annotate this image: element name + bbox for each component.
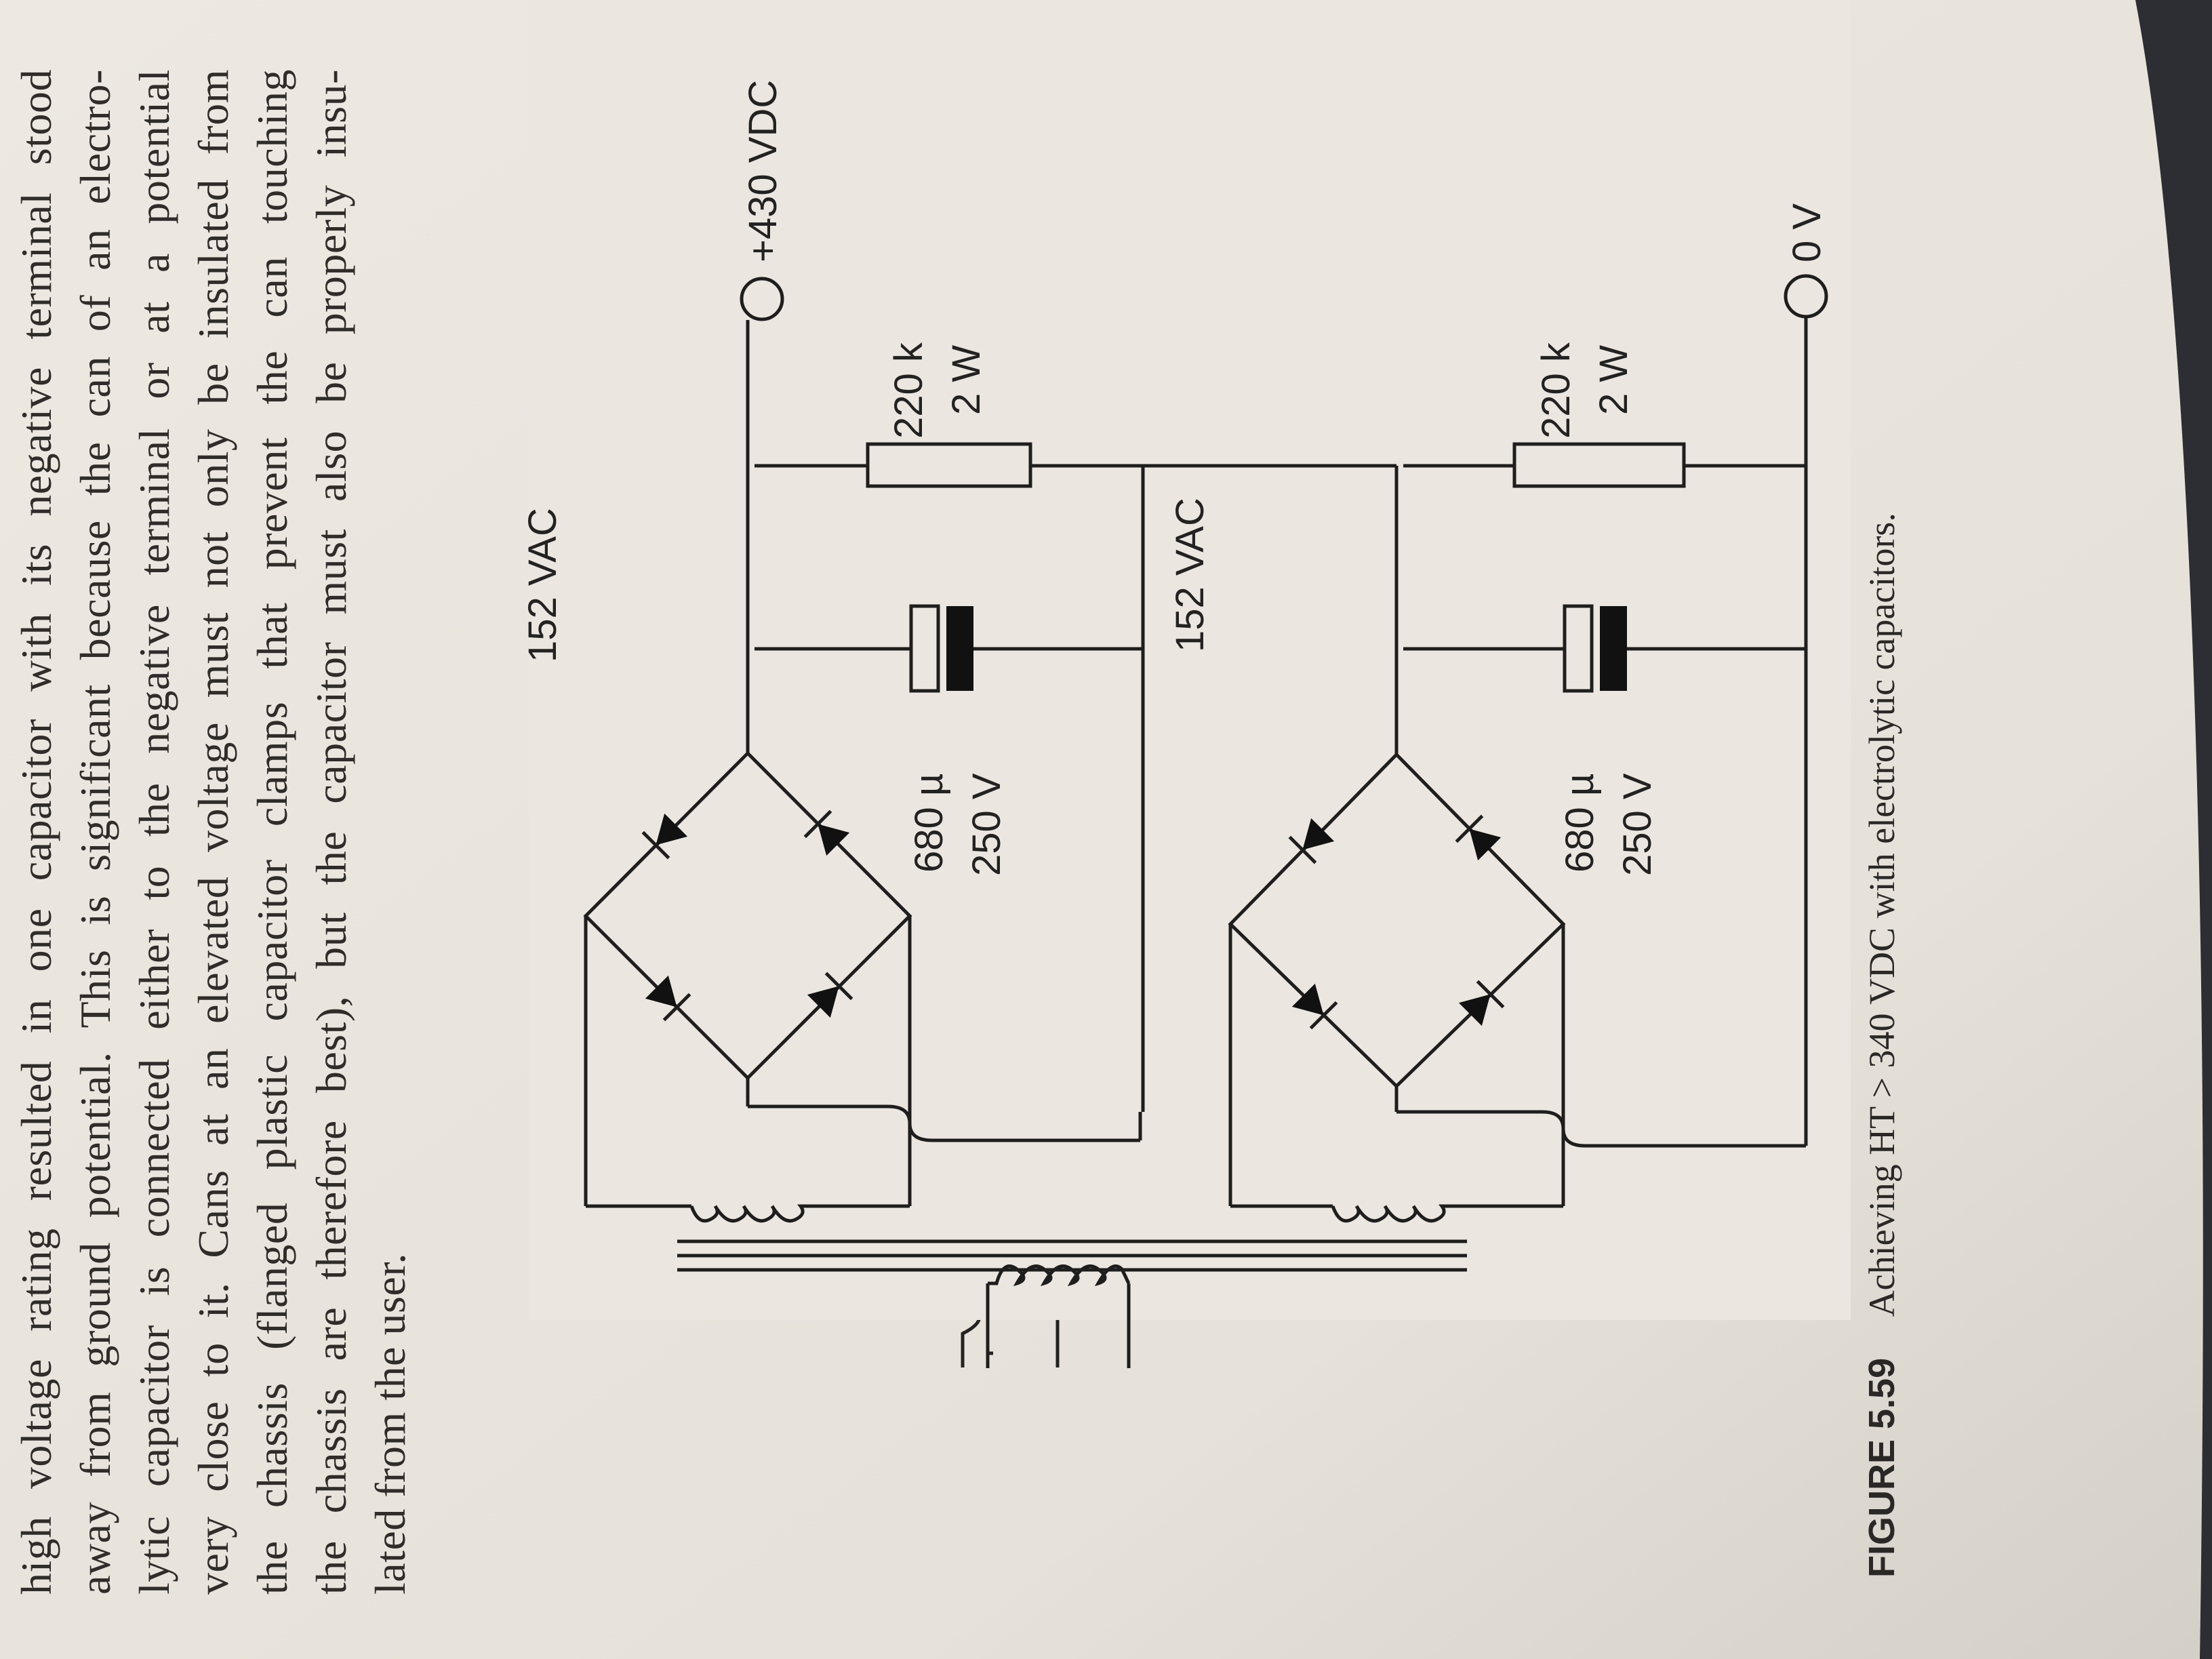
lower-secondary-coil-final [1230, 1204, 1563, 1223]
upper-resistor-power-label: 2 W [944, 345, 988, 415]
lower-capacitance-label: 680 µ [1558, 774, 1602, 873]
figure-caption: FIGURE 5.59 Achieving HT > 340 VDC with … [1861, 513, 1903, 1578]
lower-rails [1403, 317, 1808, 1146]
lower-winding-label: 152 VAC [1168, 498, 1212, 652]
lower-resistance-label: 220 k [1534, 342, 1578, 439]
lower-resistor-symbol [1512, 442, 1686, 488]
upper-resistance-label: 220 k [887, 342, 931, 439]
upper-resistor-symbol [866, 442, 1032, 488]
primary-winding-final [986, 1264, 1131, 1368]
upper-winding-label: 152 VAC [521, 508, 565, 662]
lower-cap-voltage-label: 250 V [1615, 773, 1660, 876]
upper-capacitor-symbol [909, 604, 973, 693]
upper-capacitance-label: 680 µ [907, 774, 951, 873]
figure-number: FIGURE 5.59 [1862, 1357, 1902, 1578]
ground-output-label: 0 V [1785, 203, 1829, 262]
transformer-core-lines [677, 1239, 1467, 1272]
lower-capacitor-symbol [1563, 604, 1627, 693]
upper-rails [755, 464, 1145, 1140]
positive-output-label: +430 VDC [741, 80, 785, 262]
upper-cap-voltage-label: 250 V [965, 773, 1009, 876]
upper-bridge [583, 320, 1140, 1206]
positive-terminal[interactable] [740, 277, 784, 321]
upper-secondary-coil-final [586, 1204, 910, 1223]
lower-resistor-power-label: 2 W [1592, 345, 1636, 415]
figure-caption-text: Achieving HT > 340 VDC with electrolytic… [1862, 513, 1902, 1317]
ground-terminal[interactable] [1784, 274, 1828, 319]
lower-bridge [1143, 464, 1806, 1206]
